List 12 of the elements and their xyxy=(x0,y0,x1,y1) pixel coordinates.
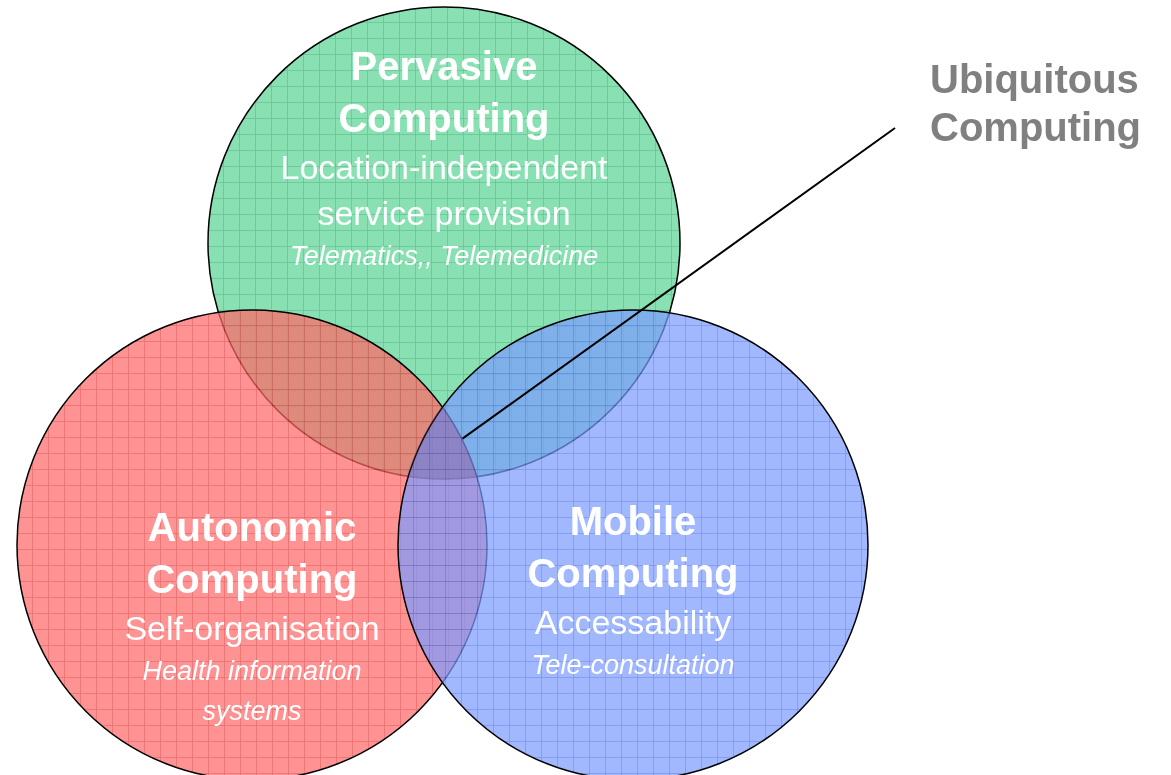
overlap-region xyxy=(407,406,478,480)
circle-subtitle: Accessability xyxy=(533,602,733,643)
example-text: Health information systems xyxy=(141,655,363,728)
leader-line xyxy=(461,126,896,440)
circle-subtitle: Self-organisation xyxy=(123,608,381,649)
callout-text: Ubiquitous Computing xyxy=(930,56,1143,151)
circle-title: Autonomic Computing xyxy=(145,504,359,603)
circle-title: Mobile Computing xyxy=(526,498,740,597)
example-text: Tele-consultation xyxy=(530,649,736,682)
circle-subtitle: Location-independent service provision xyxy=(279,147,609,234)
example-text: Telematics,, Telemedicine xyxy=(288,240,600,273)
circle-title: Pervasive Computing xyxy=(337,43,551,142)
